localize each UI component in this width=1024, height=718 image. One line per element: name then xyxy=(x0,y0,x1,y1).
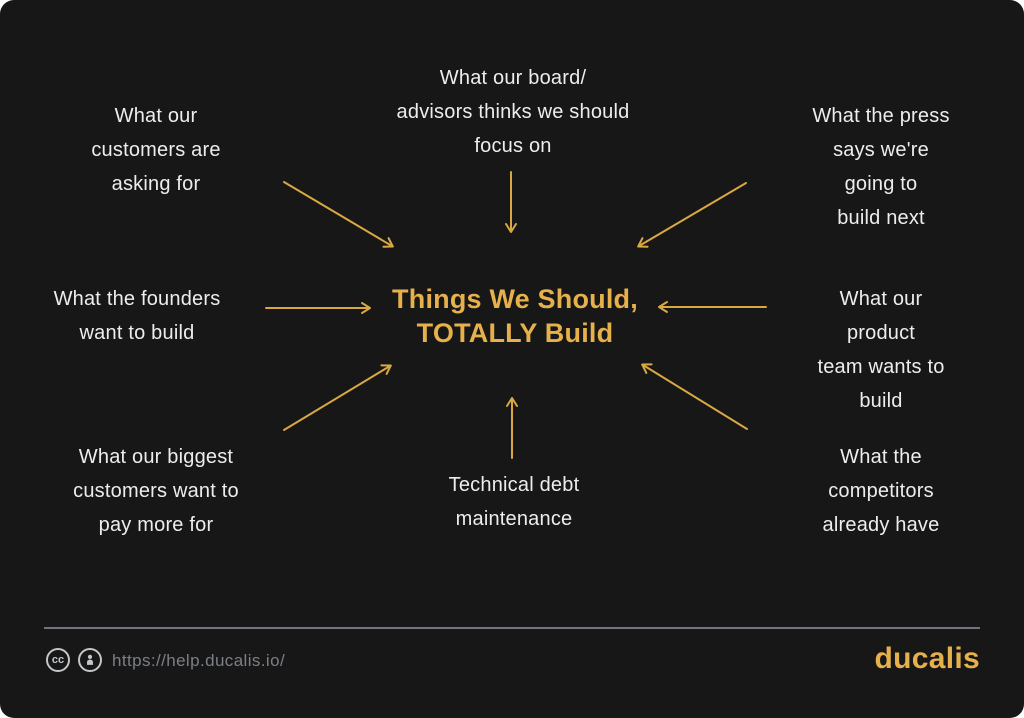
label-technical-debt: Technical debt maintenance xyxy=(448,474,580,530)
label-board-advisors: What our board/ advisors thinks we shoul… xyxy=(396,67,630,157)
footer-divider xyxy=(44,627,980,629)
label-press: What the press says we're going to build… xyxy=(812,105,950,229)
arrow-competitors xyxy=(641,363,748,430)
ducalis-logo[interactable]: ducalis xyxy=(874,642,980,675)
person-glyph xyxy=(87,654,93,665)
footer-url-link[interactable]: https://help.ducalis.io/ xyxy=(112,651,286,670)
center-title: Things We Should, TOTALLY Build xyxy=(392,284,638,348)
label-biggest-customers: What our biggest customers want to pay m… xyxy=(73,446,239,536)
cc-icon[interactable]: cc xyxy=(46,648,70,672)
label-customers-asking: What our customers are asking for xyxy=(91,105,221,195)
cc-icon-text: cc xyxy=(51,654,65,666)
attribution-person-icon[interactable] xyxy=(78,648,102,672)
label-competitors: What the competitors already have xyxy=(822,446,940,536)
arrow-biggest-customers xyxy=(283,364,392,431)
label-founders: What the founders want to build xyxy=(53,288,221,344)
label-product-team: What our product team wants to build xyxy=(817,288,945,412)
arrow-customers xyxy=(283,181,394,248)
arrow-press xyxy=(637,182,747,248)
